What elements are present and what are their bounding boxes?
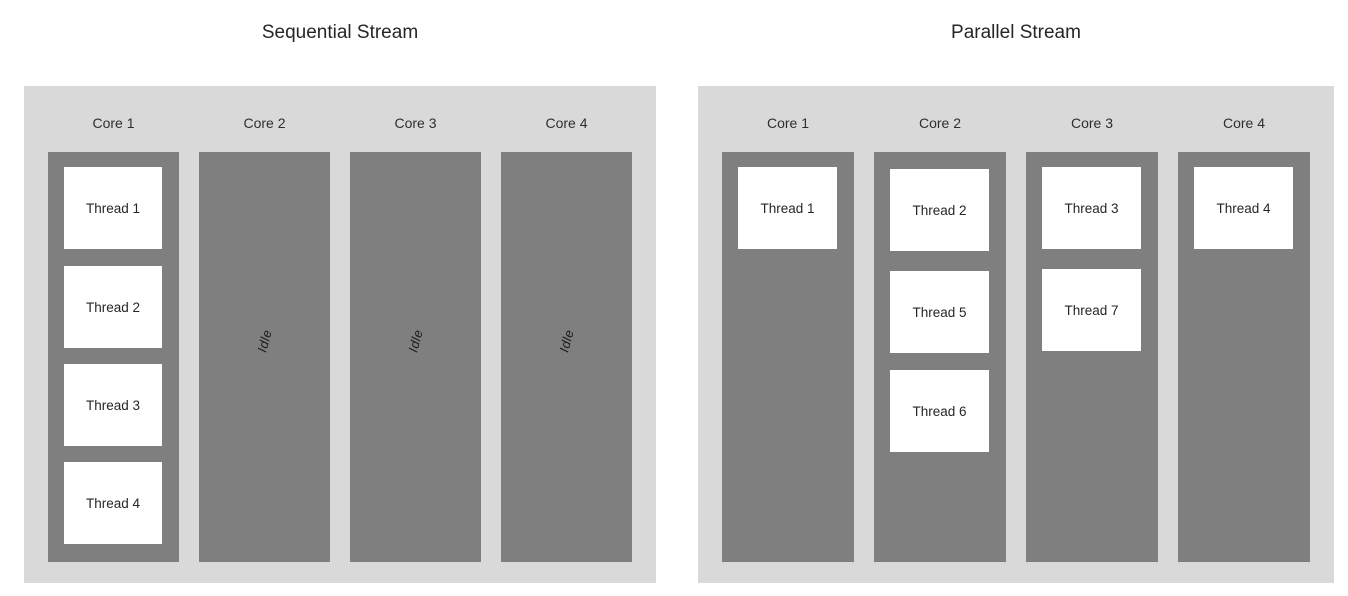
idle-label: Idle [253, 328, 276, 355]
parallel-stream-title: Parallel Stream [951, 22, 1081, 43]
core-label: Core 4 [545, 115, 588, 131]
idle-text: Idle [404, 327, 426, 354]
core-label: Core 3 [1070, 115, 1114, 131]
core-labels-row: Core 1 Core 2 Core 3 Core 4 [722, 113, 1310, 133]
core-column-1: Thread 1 [722, 152, 854, 562]
core-label: Core 1 [766, 115, 810, 131]
core-column-2: Idle [199, 152, 330, 562]
core-column-3: Idle [350, 152, 481, 562]
core-column-4: Idle [501, 152, 632, 562]
thread-box: Thread 3 [1042, 167, 1141, 249]
core-labels-row: Core 1 Core 2 Core 3 Core 4 [48, 113, 632, 133]
sequential-stream-title: Sequential Stream [261, 22, 419, 43]
core-column-1: Thread 1 Thread 2 Thread 3 Thread 4 [48, 152, 179, 562]
core-label: Core 4 [1222, 115, 1266, 131]
idle-label: Idle [555, 328, 578, 355]
panel-sequential-stream: Core 1 Core 2 Core 3 Core 4 Thread 1 Thr… [24, 86, 656, 583]
panel-parallel-stream: Core 1 Core 2 Core 3 Core 4 Thread 1 Thr… [698, 86, 1334, 583]
idle-text: Idle [555, 327, 577, 354]
thread-box: Thread 2 [64, 266, 162, 348]
thread-box: Thread 5 [890, 271, 989, 353]
thread-box: Thread 4 [64, 462, 162, 544]
core-columns-row: Thread 1 Thread 2 Thread 5 Thread 6 Thre… [722, 152, 1310, 562]
thread-box: Thread 2 [890, 169, 989, 251]
idle-label: Idle [404, 328, 427, 355]
core-label: Core 1 [92, 115, 135, 131]
thread-box: Thread 1 [738, 167, 837, 249]
core-column-2: Thread 2 Thread 5 Thread 6 [874, 152, 1006, 562]
core-column-4: Thread 4 [1178, 152, 1310, 562]
idle-text: Idle [253, 327, 275, 354]
thread-box: Thread 3 [64, 364, 162, 446]
core-label: Core 3 [394, 115, 437, 131]
thread-box: Thread 1 [64, 167, 162, 249]
core-label: Core 2 [918, 115, 962, 131]
core-label: Core 2 [243, 115, 286, 131]
core-columns-row: Thread 1 Thread 2 Thread 3 Thread 4 Idle… [48, 152, 632, 562]
thread-box: Thread 7 [1042, 269, 1141, 351]
thread-box: Thread 6 [890, 370, 989, 452]
thread-box: Thread 4 [1194, 167, 1293, 249]
core-column-3: Thread 3 Thread 7 [1026, 152, 1158, 562]
